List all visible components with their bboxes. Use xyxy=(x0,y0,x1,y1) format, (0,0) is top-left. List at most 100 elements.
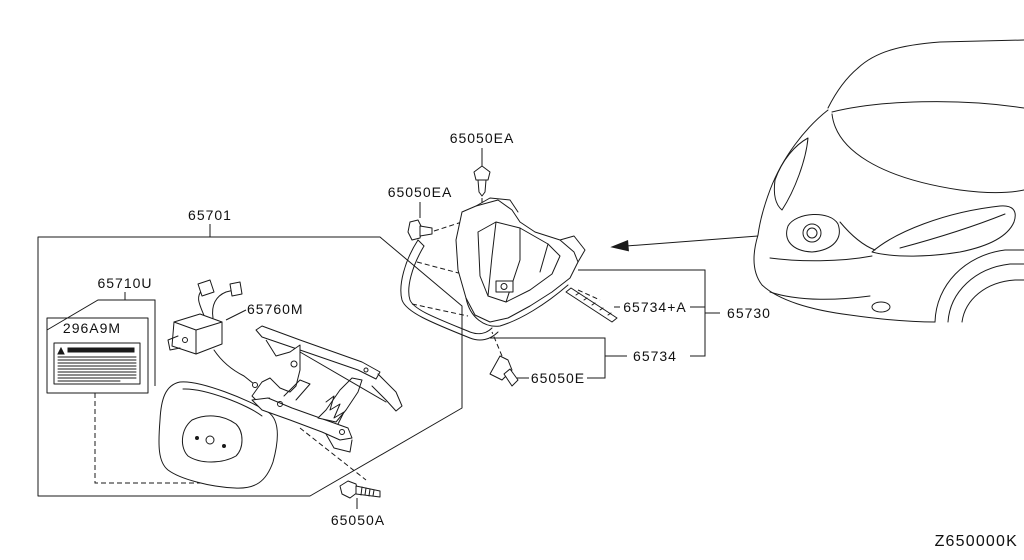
vehicle-charge-port-emblem-inner xyxy=(806,227,818,239)
vehicle-face-line xyxy=(839,221,876,251)
vehicle-tire-outer xyxy=(947,263,1024,323)
vehicle-windshield-base xyxy=(831,101,1024,113)
vehicle-a-pillar xyxy=(827,67,859,109)
seal-callout-bracket xyxy=(490,337,627,379)
actuator-cable xyxy=(213,349,255,385)
actuator-connector-b xyxy=(229,281,243,297)
hinge-link xyxy=(283,379,311,401)
callout-housing: 65730 xyxy=(727,305,771,321)
hinge-base-plate xyxy=(251,397,353,441)
housing-drawing xyxy=(455,197,601,327)
label-box-outline xyxy=(46,317,149,394)
assembly-frame-outline xyxy=(37,236,463,497)
bolt-left-head xyxy=(407,219,423,241)
actuator-mount-hole xyxy=(182,337,188,343)
vehicle-fog-light xyxy=(871,301,891,313)
subassembly-bracket xyxy=(46,292,156,386)
seal-dashed-line xyxy=(577,289,601,301)
bolt-top-head xyxy=(473,165,491,181)
label-sticker-header-bar xyxy=(67,347,135,353)
label-sticker-outline xyxy=(53,342,141,385)
location-arrow-shaft xyxy=(625,235,759,247)
vehicle-charge-port-lid xyxy=(786,213,840,253)
actuator-drawing xyxy=(167,279,258,388)
actuator-leader-line xyxy=(225,309,247,321)
callout-actuator: 65760M xyxy=(247,301,304,317)
callout-clip: 65050E xyxy=(531,370,585,386)
bezel-dashed-line-upper xyxy=(416,261,471,277)
hinge-pivot-hole xyxy=(290,360,298,368)
actuator-body xyxy=(171,313,223,355)
location-arrow-head xyxy=(610,239,629,252)
hinge-side-plate xyxy=(251,339,301,403)
hinge-mechanism-drawing xyxy=(251,325,403,481)
bolt-left-drawing xyxy=(407,202,463,241)
assembly-frame xyxy=(37,224,463,497)
callout-seal: 65734 xyxy=(633,348,677,364)
vehicle-charge-port-emblem xyxy=(802,223,822,243)
hinge-base-hole-left xyxy=(277,401,283,407)
callout-label-sticker: 296A9M xyxy=(63,320,121,336)
housing-recess xyxy=(477,221,561,303)
actuator-mount-tab xyxy=(167,335,181,351)
clip-drawing xyxy=(489,331,529,387)
bolt-left-dashed-line xyxy=(433,221,463,232)
housing-socket-hole xyxy=(500,283,508,290)
vehicle-headlight-inner xyxy=(899,213,1006,249)
label-sticker-text-lines xyxy=(57,356,137,382)
vehicle-grille-line xyxy=(769,255,873,262)
seal-strip-drawing xyxy=(565,287,618,323)
vehicle-headlight-right xyxy=(871,205,1016,257)
lid-emblem-center xyxy=(205,435,215,445)
housing-socket xyxy=(495,280,514,293)
hinge-arm-bend xyxy=(371,373,403,412)
label-sticker-drawing xyxy=(53,342,141,385)
vehicle-bumper-line xyxy=(769,291,871,300)
location-arrow xyxy=(610,235,759,252)
seal-strip-hatch xyxy=(575,292,612,316)
callout-bolt-top: 65050EA xyxy=(450,130,515,146)
vehicle-roof-line xyxy=(857,39,1024,69)
screw-drawing xyxy=(339,480,381,509)
warning-triangle-icon xyxy=(57,346,65,355)
bezel-dashed-line-lower xyxy=(411,303,469,317)
hinge-bottom-tab xyxy=(325,433,353,453)
vehicle-headlight-left xyxy=(773,137,809,211)
vehicle-wheel-arch xyxy=(934,249,1024,323)
hinge-upper-arm xyxy=(255,325,381,380)
clip-dashed-line xyxy=(491,331,503,357)
bezel-drawing xyxy=(400,239,499,341)
housing-recess-edge-a xyxy=(487,221,497,297)
clip-shank xyxy=(503,368,519,387)
screw-head xyxy=(339,480,359,499)
callout-screw: 65050A xyxy=(331,512,385,528)
actuator-wire-b xyxy=(212,289,235,319)
callout-assembly: 65701 xyxy=(188,207,232,223)
vehicle-body-lower xyxy=(753,234,936,323)
housing-outline xyxy=(455,199,579,323)
hinge-spring xyxy=(325,395,345,425)
lid-emblem-dot-right xyxy=(222,444,226,448)
callout-labels: 65050EA 65050EA 65701 65710U 65760M 296A… xyxy=(63,130,1017,550)
actuator-connector-a xyxy=(197,279,215,297)
housing-recess-edge-c xyxy=(539,243,549,273)
callout-seal-a: 65734+A xyxy=(623,299,686,315)
bolt-top-drawing xyxy=(473,148,491,210)
vehicle-hood-edge xyxy=(757,109,829,236)
housing-bottom-lip xyxy=(465,284,569,327)
actuator-cable-end xyxy=(252,382,258,388)
lid-edge-highlight xyxy=(182,388,263,417)
screw-threads xyxy=(360,486,375,497)
housing-callout-bracket xyxy=(578,269,720,357)
hinge-rod xyxy=(299,351,387,403)
screw-shank xyxy=(355,485,381,498)
housing-top-flange xyxy=(475,197,519,213)
bolt-left-shank xyxy=(419,225,433,237)
hinge-base-hole-right xyxy=(339,429,345,435)
vehicle-front-drawing xyxy=(753,39,1024,323)
vehicle-hood-line xyxy=(831,113,1024,194)
housing-side-tab xyxy=(559,235,586,263)
callout-lid: 65710U xyxy=(97,275,152,291)
lid-emblem-dot-left xyxy=(195,436,199,440)
